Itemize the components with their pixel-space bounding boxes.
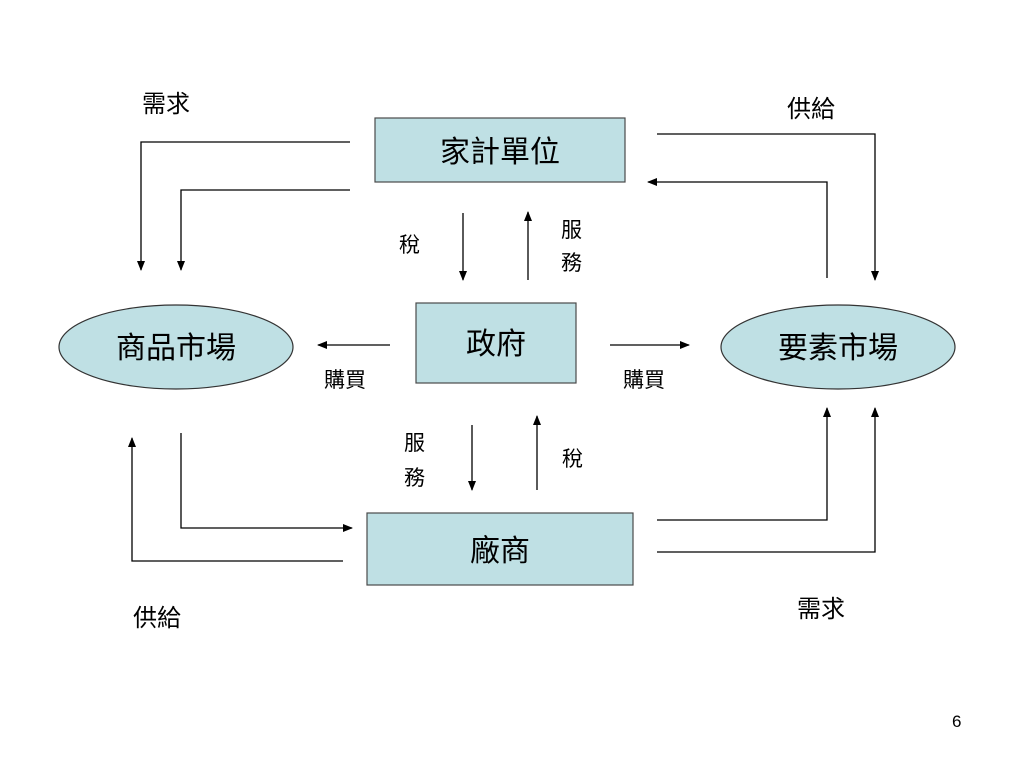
factor-income-arrow — [647, 178, 828, 278]
upper-service-label-1: 服 — [561, 218, 582, 242]
firm-supply-arrow — [128, 437, 343, 562]
firm-demand-outer-arrow — [657, 407, 879, 553]
household-node: 家計單位 — [374, 117, 626, 183]
household-demand-outer-arrow — [137, 141, 350, 271]
firm-node: 廠商 — [366, 512, 634, 586]
bottom-left-supply-label: 供給 — [133, 604, 181, 632]
government-node: 政府 — [415, 302, 577, 384]
lower-tax-label: 稅 — [562, 447, 583, 471]
upper-service-label-2: 務 — [561, 251, 582, 275]
firm-demand-inner-arrow — [657, 407, 831, 521]
top-right-supply-label: 供給 — [787, 95, 835, 123]
goods-market-label: 商品市場 — [116, 331, 236, 366]
household-demand-inner-arrow — [177, 189, 350, 271]
page-number: 6 — [952, 712, 961, 731]
government-label: 政府 — [466, 327, 526, 362]
firm-label: 廠商 — [470, 534, 530, 569]
gov-buy-left-label: 購買 — [324, 368, 366, 392]
factor-market-label: 要素市場 — [778, 331, 898, 366]
household-label: 家計單位 — [440, 135, 560, 170]
goods-to-firm-arrow — [180, 433, 353, 532]
upper-tax-label: 稅 — [399, 233, 420, 257]
factor-market-node: 要素市場 — [720, 304, 956, 390]
lower-service-label-1: 服 — [404, 431, 425, 455]
lower-service-label-2: 務 — [404, 466, 425, 490]
goods-market-node: 商品市場 — [58, 304, 294, 390]
gov-buy-right-label: 購買 — [623, 368, 665, 392]
household-supply-arrow — [657, 133, 879, 281]
bottom-right-demand-label: 需求 — [797, 595, 845, 623]
top-left-demand-label: 需求 — [142, 90, 190, 118]
